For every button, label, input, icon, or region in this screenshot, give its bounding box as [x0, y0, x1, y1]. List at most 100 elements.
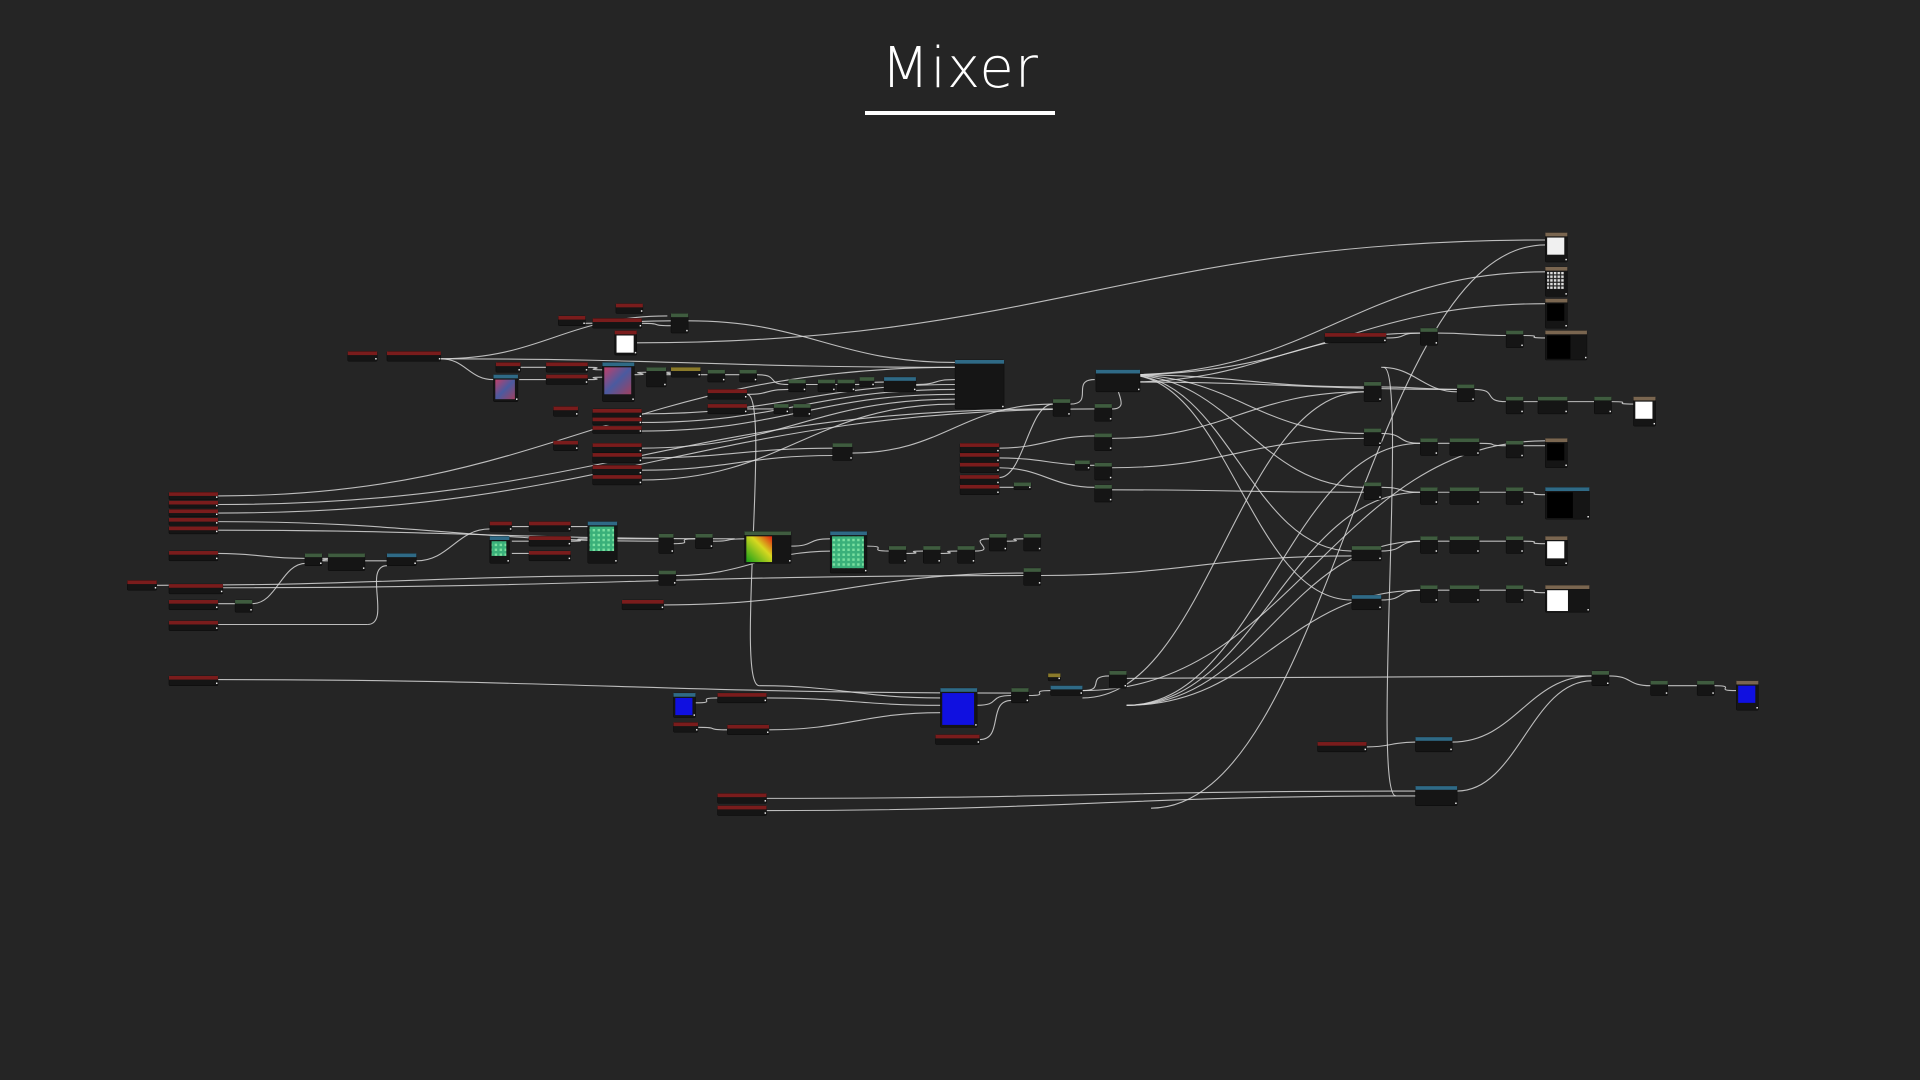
texture-node[interactable]	[954, 359, 1005, 410]
math-node[interactable]	[1449, 585, 1480, 603]
output-pin[interactable]	[1472, 398, 1474, 400]
output-pin[interactable]	[1609, 410, 1611, 413]
output-pin[interactable]	[509, 528, 512, 530]
output-pin[interactable]	[789, 560, 791, 562]
output-pin[interactable]	[1109, 476, 1112, 479]
output-pin[interactable]	[438, 358, 441, 360]
output-pin[interactable]	[997, 449, 999, 452]
output-pin[interactable]	[1026, 699, 1029, 702]
output-pin[interactable]	[833, 388, 835, 391]
output-pin[interactable]	[1477, 501, 1479, 503]
math-node[interactable]	[1505, 440, 1524, 459]
parameter-node[interactable]	[621, 599, 664, 611]
constant-node[interactable]	[1047, 673, 1061, 682]
output-pin[interactable]	[1029, 486, 1031, 489]
math-node[interactable]	[1023, 567, 1042, 586]
math-node[interactable]	[304, 553, 323, 566]
output-pin[interactable]	[216, 504, 218, 507]
output-pin[interactable]	[764, 800, 767, 802]
output-pin[interactable]	[1379, 496, 1381, 498]
output-pin[interactable]	[1521, 599, 1523, 601]
math-node[interactable]	[1505, 487, 1524, 505]
output-pin[interactable]	[1455, 802, 1457, 805]
output-pin[interactable]	[1587, 516, 1589, 518]
output-pin[interactable]	[864, 569, 867, 572]
output-pin[interactable]	[1435, 452, 1438, 454]
output-pin[interactable]	[808, 413, 811, 415]
output-pin[interactable]	[320, 562, 322, 564]
output-pin[interactable]	[764, 812, 767, 814]
math-node[interactable]	[1094, 484, 1113, 503]
output-pin[interactable]	[250, 609, 252, 611]
math-node[interactable]	[658, 533, 674, 554]
math-node[interactable]	[1505, 585, 1524, 603]
output-pin[interactable]	[1450, 748, 1452, 751]
output-pin[interactable]	[585, 369, 588, 371]
output-pin[interactable]	[722, 378, 725, 381]
parameter-node[interactable]	[528, 550, 571, 562]
texture-node[interactable]	[1415, 785, 1458, 806]
output-node[interactable]	[1545, 298, 1568, 329]
parameter-node[interactable]	[553, 406, 579, 417]
parameter-node[interactable]	[347, 351, 378, 362]
parameter-node[interactable]	[168, 583, 224, 595]
math-node[interactable]	[793, 403, 811, 417]
math-node[interactable]	[788, 379, 806, 393]
math-node[interactable]	[923, 545, 941, 564]
parameter-node[interactable]	[727, 724, 770, 735]
math-node[interactable]	[1537, 396, 1568, 415]
math-node[interactable]	[1420, 487, 1438, 505]
output-pin[interactable]	[1038, 547, 1041, 550]
math-node[interactable]	[1420, 438, 1438, 456]
output-pin[interactable]	[693, 714, 696, 716]
output-pin[interactable]	[852, 388, 855, 391]
output-pin[interactable]	[1477, 599, 1479, 601]
output-pin[interactable]	[1124, 684, 1127, 687]
output-pin[interactable]	[639, 449, 642, 452]
output-pin[interactable]	[1058, 677, 1060, 680]
output-pin[interactable]	[216, 522, 218, 524]
output-pin[interactable]	[216, 530, 218, 533]
math-node[interactable]	[1052, 398, 1071, 417]
output-pin[interactable]	[1068, 413, 1070, 415]
output-pin[interactable]	[1665, 692, 1668, 694]
parameter-node[interactable]	[489, 521, 513, 532]
parameter-node[interactable]	[168, 526, 219, 535]
output-pin[interactable]	[568, 542, 571, 545]
parameter-node[interactable]	[1324, 332, 1387, 344]
output-pin[interactable]	[1477, 550, 1479, 552]
output-node[interactable]	[1545, 585, 1590, 613]
parameter-node[interactable]	[592, 417, 642, 426]
parameter-node[interactable]	[545, 374, 588, 385]
output-pin[interactable]	[568, 557, 571, 560]
output-pin[interactable]	[1565, 562, 1567, 564]
output-pin[interactable]	[568, 528, 571, 530]
parameter-node[interactable]	[168, 550, 219, 562]
output-pin[interactable]	[1364, 748, 1367, 751]
math-node[interactable]	[1449, 438, 1480, 456]
texture-node[interactable]	[386, 553, 417, 566]
parameter-node[interactable]	[707, 403, 748, 415]
texture-node[interactable]	[1415, 736, 1453, 753]
output-pin[interactable]	[1521, 410, 1523, 413]
output-pin[interactable]	[216, 557, 218, 560]
math-node[interactable]	[1013, 482, 1032, 491]
parameter-node[interactable]	[168, 509, 219, 517]
output-pin[interactable]	[1435, 342, 1438, 344]
output-pin[interactable]	[576, 413, 578, 415]
parameter-node[interactable]	[1317, 741, 1367, 753]
output-pin[interactable]	[216, 627, 218, 629]
output-pin[interactable]	[850, 457, 852, 459]
output-pin[interactable]	[615, 560, 617, 562]
math-node[interactable]	[1449, 487, 1480, 505]
math-node[interactable]	[1505, 536, 1524, 554]
output-pin[interactable]	[1379, 398, 1381, 400]
output-pin[interactable]	[639, 430, 642, 432]
output-pin[interactable]	[1584, 356, 1587, 359]
output-pin[interactable]	[696, 729, 698, 731]
output-pin[interactable]	[786, 410, 789, 413]
output-pin[interactable]	[767, 731, 769, 733]
output-pin[interactable]	[904, 560, 906, 562]
parameter-node[interactable]	[168, 517, 219, 526]
math-node[interactable]	[1074, 460, 1091, 471]
